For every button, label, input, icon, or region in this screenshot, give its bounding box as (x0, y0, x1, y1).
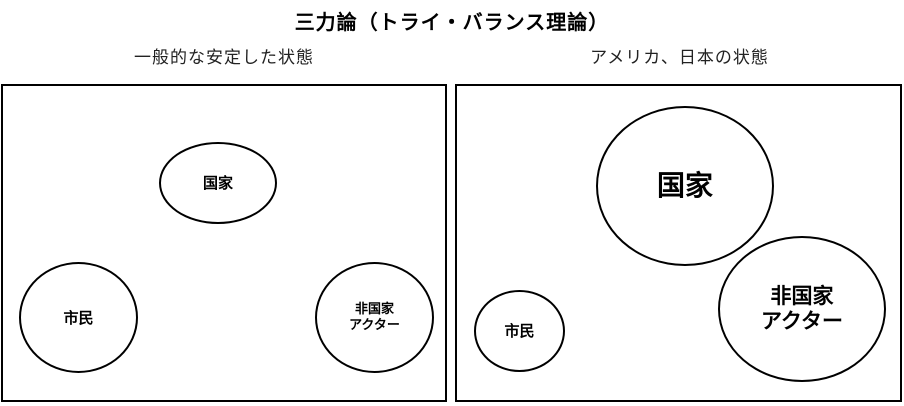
panel-us-japan: 国家 市民 非国家 アクター (455, 84, 902, 402)
node-state: 国家 (596, 106, 774, 266)
node-non-state-line1: 非国家 (770, 283, 834, 308)
node-citizens-label: 市民 (504, 322, 535, 340)
node-non-state-actors: 非国家 アクター (315, 262, 434, 373)
diagram-title: 三力論（トライ・バランス理論） (294, 10, 610, 34)
node-non-state-actors: 非国家 アクター (718, 236, 886, 382)
panel-stable: 国家 市民 非国家 アクター (1, 84, 447, 402)
node-state: 国家 (159, 142, 277, 224)
node-non-state-line2: アクター (760, 309, 844, 333)
node-non-state-line2: アクター (349, 317, 400, 333)
panel-caption-us-japan: アメリカ、日本の状態 (590, 48, 769, 68)
panel-caption-stable: 一般的な安定した状態 (134, 48, 314, 68)
node-state-label: 国家 (656, 169, 713, 203)
node-citizens-label: 市民 (63, 308, 94, 327)
node-non-state-line1: 非国家 (354, 301, 394, 317)
node-citizens: 市民 (474, 290, 565, 372)
node-citizens: 市民 (19, 262, 138, 373)
node-state-label: 国家 (202, 174, 233, 192)
